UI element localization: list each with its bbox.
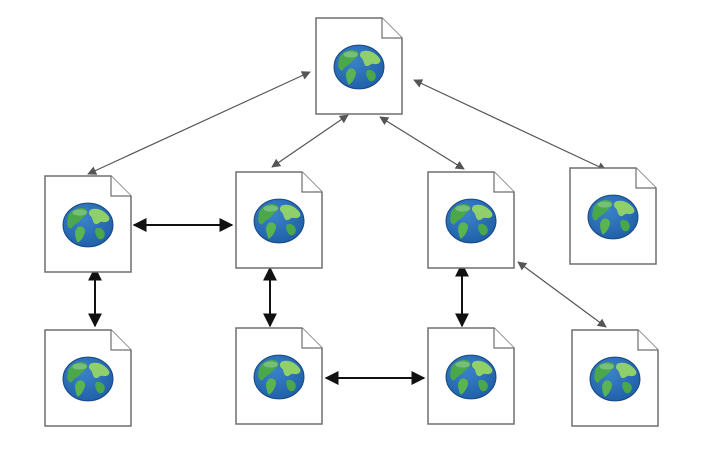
link-arrow-root-level1-a <box>87 71 311 175</box>
page-fold-corner <box>110 176 131 197</box>
globe-icon <box>333 44 385 90</box>
page-fold-corner <box>301 172 322 193</box>
link-arrow-root-level1-d <box>413 79 607 171</box>
globe-icon <box>253 354 305 400</box>
web-page-node-level2-c[interactable] <box>427 327 515 425</box>
web-page-node-level1-d[interactable] <box>569 167 657 265</box>
web-page-node-level2-b[interactable] <box>235 327 323 425</box>
web-page-node-root[interactable] <box>315 17 403 115</box>
web-page-node-level1-b[interactable] <box>235 171 323 269</box>
globe-icon <box>589 356 641 402</box>
web-page-node-level1-c[interactable] <box>427 171 515 269</box>
page-fold-corner <box>493 172 514 193</box>
page-fold-corner <box>637 330 658 351</box>
web-page-node-level2-d[interactable] <box>571 329 659 427</box>
globe-icon <box>253 198 305 244</box>
link-arrow-root-level1-c <box>379 116 465 170</box>
globe-icon <box>445 354 497 400</box>
globe-icon <box>587 194 639 240</box>
page-fold-corner <box>635 168 656 189</box>
page-fold-corner <box>381 18 402 39</box>
web-page-node-level2-a[interactable] <box>44 329 132 427</box>
globe-icon <box>62 202 114 248</box>
page-fold-corner <box>493 328 514 349</box>
nodes-layer <box>44 17 659 427</box>
globe-icon <box>445 198 497 244</box>
globe-icon <box>62 356 114 402</box>
links-layer <box>87 71 607 385</box>
link-arrow-root-level1-b <box>271 114 349 168</box>
web-page-node-level1-a[interactable] <box>44 175 132 273</box>
page-fold-corner <box>301 328 322 349</box>
page-fold-corner <box>110 330 131 351</box>
link-arrow-level1-c-level2-d <box>517 261 607 328</box>
